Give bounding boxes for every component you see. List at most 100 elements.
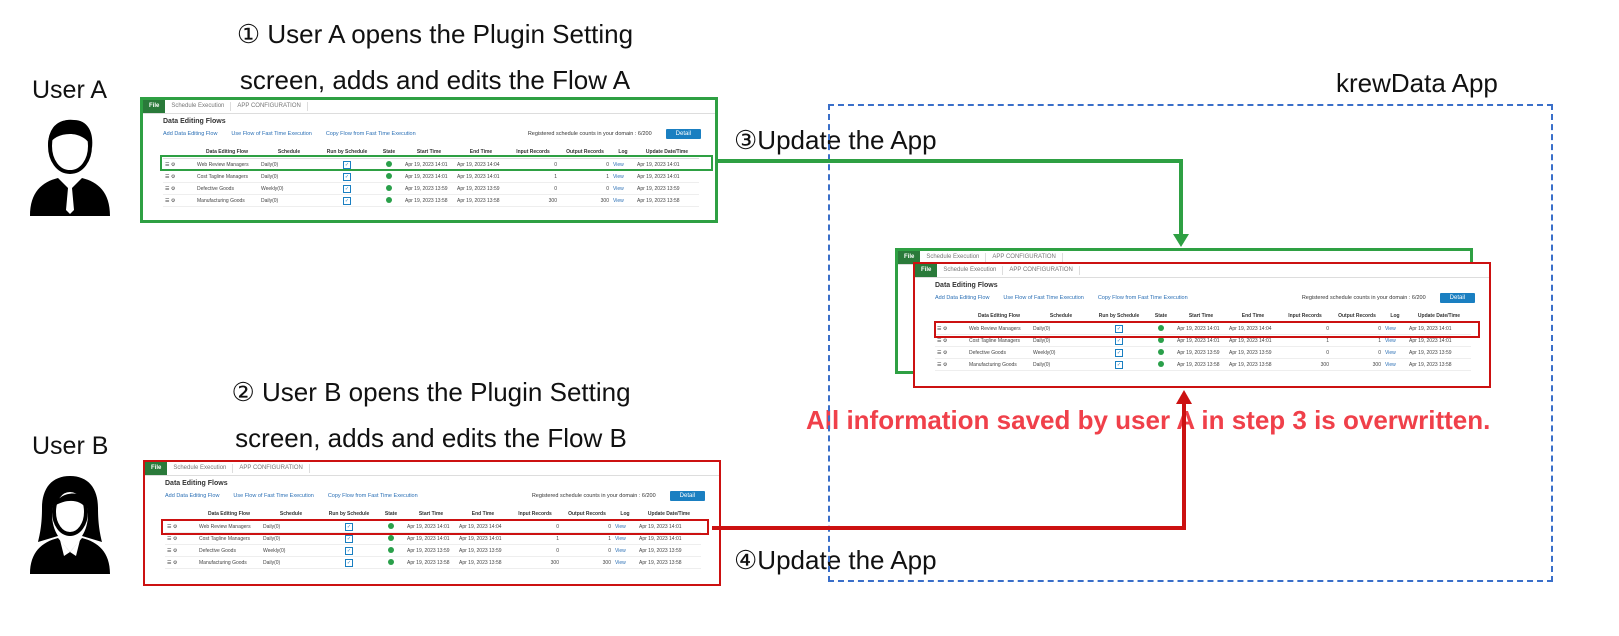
log-link[interactable]: View [613,532,637,545]
copy-flow-link[interactable]: Copy Flow from Fast Time Execution [1097,295,1188,301]
drag-handle-icon[interactable]: ☰ [165,197,170,204]
log-link[interactable]: View [611,194,635,207]
checkbox-icon[interactable]: ✓ [343,160,351,169]
checkbox-icon[interactable]: ✓ [1115,360,1123,369]
gear-icon[interactable]: ⚙ [172,559,178,566]
use-flow-link[interactable]: Use Flow of Fast Time Execution [233,493,314,499]
gear-icon[interactable]: ⚙ [942,349,948,356]
update-time: Apr 19, 2023 14:01 [635,170,699,183]
drag-handle-icon[interactable]: ☰ [937,361,942,368]
detail-button[interactable]: Detail [665,129,701,139]
log-link[interactable]: View [613,544,637,557]
screen-title: Data Editing Flows [165,480,228,487]
status-ok-icon [1158,324,1164,331]
registered-count: Registered schedule counts in your domai… [1301,295,1426,301]
row-cell: ☰ ⚙ [165,556,197,569]
log-link[interactable]: View [1383,346,1407,359]
use-flow-link[interactable]: Use Flow of Fast Time Execution [1003,295,1084,301]
overwrite-warning: All information saved by user A in step … [806,405,1491,435]
use-flow-link[interactable]: Use Flow of Fast Time Execution [231,131,312,137]
gear-icon[interactable]: ⚙ [942,361,948,368]
checkbox-icon[interactable]: ✓ [345,558,353,567]
registered-count: Registered schedule counts in your domai… [531,493,656,499]
drag-handle-icon[interactable]: ☰ [937,325,942,332]
row-cell: ✓ [319,194,375,207]
gear-icon[interactable]: ⚙ [172,523,178,530]
tab-file[interactable]: File [915,264,938,277]
output-records: 1 [561,532,613,545]
checkbox-icon[interactable]: ✓ [343,184,351,193]
drag-handle-icon[interactable]: ☰ [165,173,170,180]
toolbar: Add Data Editing Flow Use Flow of Fast T… [165,490,719,502]
drag-handle-icon[interactable]: ☰ [165,161,170,168]
row-cell: ✓ [321,556,377,569]
output-records: 300 [561,556,613,569]
drag-handle-icon[interactable]: ☰ [167,547,172,554]
log-link[interactable]: View [611,170,635,183]
tab-file[interactable]: File [143,100,166,113]
tab-schedule[interactable]: Schedule Execution [167,464,234,473]
start-time: Apr 19, 2023 13:58 [405,556,457,569]
drag-handle-icon[interactable]: ☰ [167,535,172,542]
flows-table: Data Editing Flow Schedule Run by Schedu… [163,146,699,207]
add-flow-link[interactable]: Add Data Editing Flow [163,131,218,137]
drag-handle-icon[interactable]: ☰ [165,185,170,192]
tab-file[interactable]: File [145,462,168,475]
status-ok-icon [386,160,392,167]
gear-icon[interactable]: ⚙ [170,197,176,204]
checkbox-icon[interactable]: ✓ [1115,324,1123,333]
gear-icon[interactable]: ⚙ [170,161,176,168]
flow-name: Web Review Managers [967,322,1031,335]
checkbox-icon[interactable]: ✓ [345,546,353,555]
tab-app-config[interactable]: APP CONFIGURATION [1003,266,1080,275]
tab-schedule[interactable]: Schedule Execution [165,102,232,111]
tab-schedule[interactable]: Schedule Execution [920,253,987,262]
copy-flow-link[interactable]: Copy Flow from Fast Time Execution [325,131,416,137]
status-ok-icon [388,522,394,529]
step3-arrow [716,159,1189,247]
log-link[interactable]: View [613,556,637,569]
gear-icon[interactable]: ⚙ [942,337,948,344]
drag-handle-icon[interactable]: ☰ [167,523,172,530]
add-flow-link[interactable]: Add Data Editing Flow [165,493,220,499]
detail-button[interactable]: Detail [1439,293,1475,303]
tab-file[interactable]: File [898,251,921,264]
copy-flow-link[interactable]: Copy Flow from Fast Time Execution [327,493,418,499]
gear-icon[interactable]: ⚙ [170,185,176,192]
drag-handle-icon[interactable]: ☰ [167,559,172,566]
checkbox-icon[interactable]: ✓ [1115,348,1123,357]
step1-line1: ① User A opens the Plugin Setting [236,19,634,49]
gear-icon[interactable]: ⚙ [942,325,948,332]
tab-app-config[interactable]: APP CONFIGURATION [986,253,1063,262]
end-time: Apr 19, 2023 13:59 [1227,346,1279,359]
drag-handle-icon[interactable]: ☰ [937,349,942,356]
tab-app-config[interactable]: APP CONFIGURATION [231,102,308,111]
gear-icon[interactable]: ⚙ [172,547,178,554]
gear-icon[interactable]: ⚙ [172,535,178,542]
detail-button[interactable]: Detail [669,491,705,501]
row-cell: ✓ [321,520,377,533]
checkbox-icon[interactable]: ✓ [345,522,353,531]
tab-app-config[interactable]: APP CONFIGURATION [233,464,310,473]
log-link[interactable]: View [611,182,635,195]
flow-name: Defective Goods [197,544,261,557]
row-cell [377,532,405,545]
drag-handle-icon[interactable]: ☰ [937,337,942,344]
add-flow-link[interactable]: Add Data Editing Flow [935,295,990,301]
input-records: 1 [509,532,561,545]
gear-icon[interactable]: ⚙ [170,173,176,180]
output-records: 1 [559,170,611,183]
checkbox-icon[interactable]: ✓ [345,534,353,543]
tab-schedule[interactable]: Schedule Execution [937,266,1004,275]
checkbox-icon[interactable]: ✓ [343,172,351,181]
log-link[interactable]: View [1383,322,1407,335]
log-link[interactable]: View [1383,358,1407,371]
log-link[interactable]: View [613,520,637,533]
end-time: Apr 19, 2023 13:59 [455,182,507,195]
checkbox-icon[interactable]: ✓ [343,196,351,205]
app-screen-user-b: File Schedule Execution APP CONFIGURATIO… [913,262,1491,388]
row-cell [375,170,403,183]
status-ok-icon [388,558,394,565]
schedule-value: Daily(0) [1031,358,1091,371]
